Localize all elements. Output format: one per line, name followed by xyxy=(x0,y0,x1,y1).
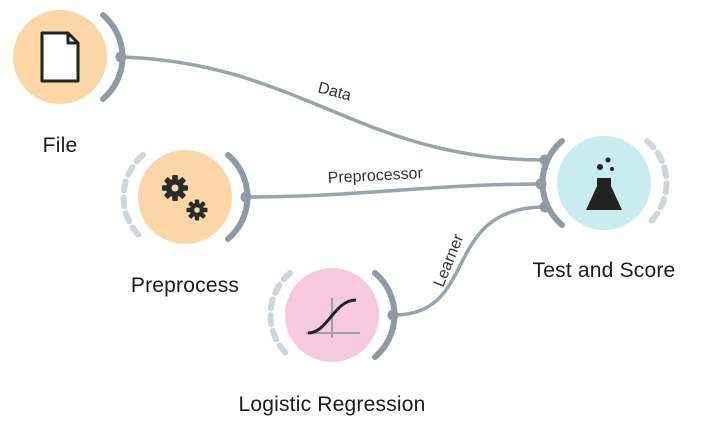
gears-icon xyxy=(162,175,208,221)
node-title-test-and-score: Test and Score xyxy=(532,259,676,282)
input-arc-dashed xyxy=(120,152,146,242)
link-label-preprocessor: Preprocessor xyxy=(327,165,424,187)
link-learner[interactable]: Learner xyxy=(393,205,546,317)
node-title-logistic-regression: Logistic Regression xyxy=(238,393,426,416)
node-title-file: File xyxy=(42,134,78,157)
input-arc-dashed xyxy=(267,270,293,360)
output-anchor[interactable] xyxy=(387,309,399,321)
flask-icon xyxy=(586,157,622,210)
link-data[interactable]: Data xyxy=(119,55,546,162)
input-anchor-learner[interactable] xyxy=(539,201,551,213)
output-anchor[interactable] xyxy=(240,191,252,203)
link-preprocessor[interactable]: Preprocessor xyxy=(245,165,546,199)
input-anchor-data[interactable] xyxy=(539,154,551,166)
node-test-and-score[interactable] xyxy=(535,136,670,230)
node-preprocess[interactable] xyxy=(120,150,252,244)
node-title-preprocess: Preprocess xyxy=(130,274,240,297)
input-anchor-preprocessor[interactable] xyxy=(535,178,547,190)
node-file[interactable] xyxy=(13,10,127,104)
node-logistic-regression[interactable] xyxy=(267,268,399,362)
link-label-data: Data xyxy=(316,79,353,104)
output-arc-dashed xyxy=(644,138,670,228)
document-icon xyxy=(40,31,80,83)
node-preprocess-body[interactable] xyxy=(138,150,232,244)
output-anchor[interactable] xyxy=(115,51,127,63)
sigmoid-curve-icon xyxy=(306,298,360,338)
